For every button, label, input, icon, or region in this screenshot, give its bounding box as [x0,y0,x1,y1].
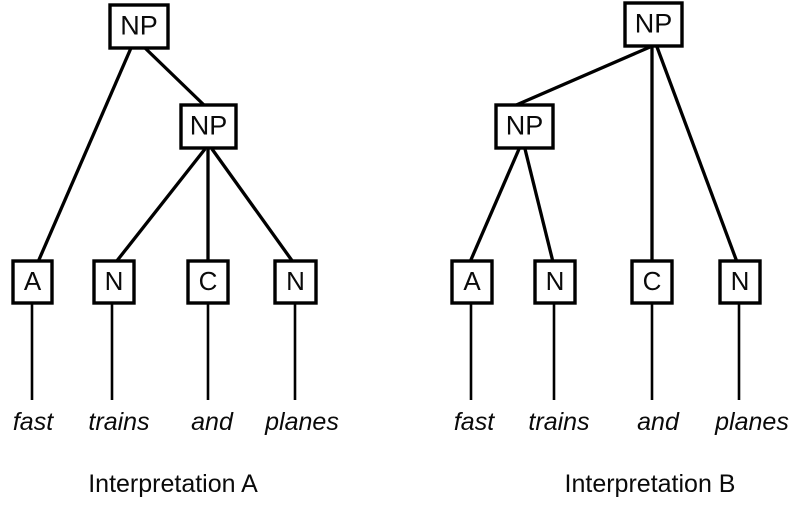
leaf-a-label: A [463,266,481,296]
leaf-n1[interactable]: N [92,259,136,305]
leaf-n2-word: planes [714,408,789,436]
leaf-c-word: and [191,408,234,436]
edge-innernp-to-n2 [210,148,295,263]
root-np-label: NP [120,11,158,41]
leaf-a[interactable]: A [11,259,54,305]
leaf-a-box [11,259,54,305]
leaf-n1-word: trains [528,408,589,436]
inner-np-label: NP [190,111,228,141]
edge-root-to-n2 [655,46,739,263]
edge-innernp-to-n1 [114,147,207,264]
inner-np-box [179,103,238,150]
leaf-n2-box [718,259,762,305]
leaf-n2-word: planes [264,408,339,436]
leaf-n1-box [533,259,577,305]
root-np[interactable]: NP [623,1,684,48]
caption-interpretation-a: Interpretation A [88,470,258,498]
edge-root-to-innernp [513,45,651,108]
leaf-n1[interactable]: N [533,259,577,305]
leaf-a-box [450,259,494,305]
leaf-c[interactable]: C [630,259,674,305]
inner-np[interactable]: NP [494,103,555,150]
inner-np-box [494,103,555,150]
caption-interpretation-b: Interpretation B [565,470,736,498]
leaf-n2-label: N [731,266,750,296]
leaf-c-word: and [637,408,680,436]
edge-root-to-a [36,47,133,263]
leaf-a-word: fast [454,408,495,436]
edge-root-to-innernp [143,46,207,108]
leaf-c[interactable]: C [186,259,230,305]
inner-np[interactable]: NP [179,103,238,150]
leaf-c-box [186,259,230,305]
root-np-box [108,3,170,50]
leaf-c-label: C [199,266,218,296]
edge-innernp-to-n1 [523,148,555,263]
leaf-n2-label: N [286,266,305,296]
leaf-n2[interactable]: N [273,259,318,305]
edge-innernp-to-a [468,148,521,263]
leaf-a[interactable]: A [450,259,494,305]
leaf-n1-word: trains [88,408,149,436]
leaf-n2-box [273,259,318,305]
leaf-c-label: C [643,266,662,296]
leaf-n1-box [92,259,136,305]
leaf-a-label: A [24,266,42,296]
leaf-n1-label: N [546,266,565,296]
inner-np-label: NP [506,111,544,141]
root-np-label: NP [635,9,673,39]
root-np-box [623,1,684,48]
leaf-n2[interactable]: N [718,259,762,305]
leaf-a-word: fast [13,408,54,436]
leaf-c-box [630,259,674,305]
leaf-n1-label: N [105,266,124,296]
root-np[interactable]: NP [108,3,170,50]
